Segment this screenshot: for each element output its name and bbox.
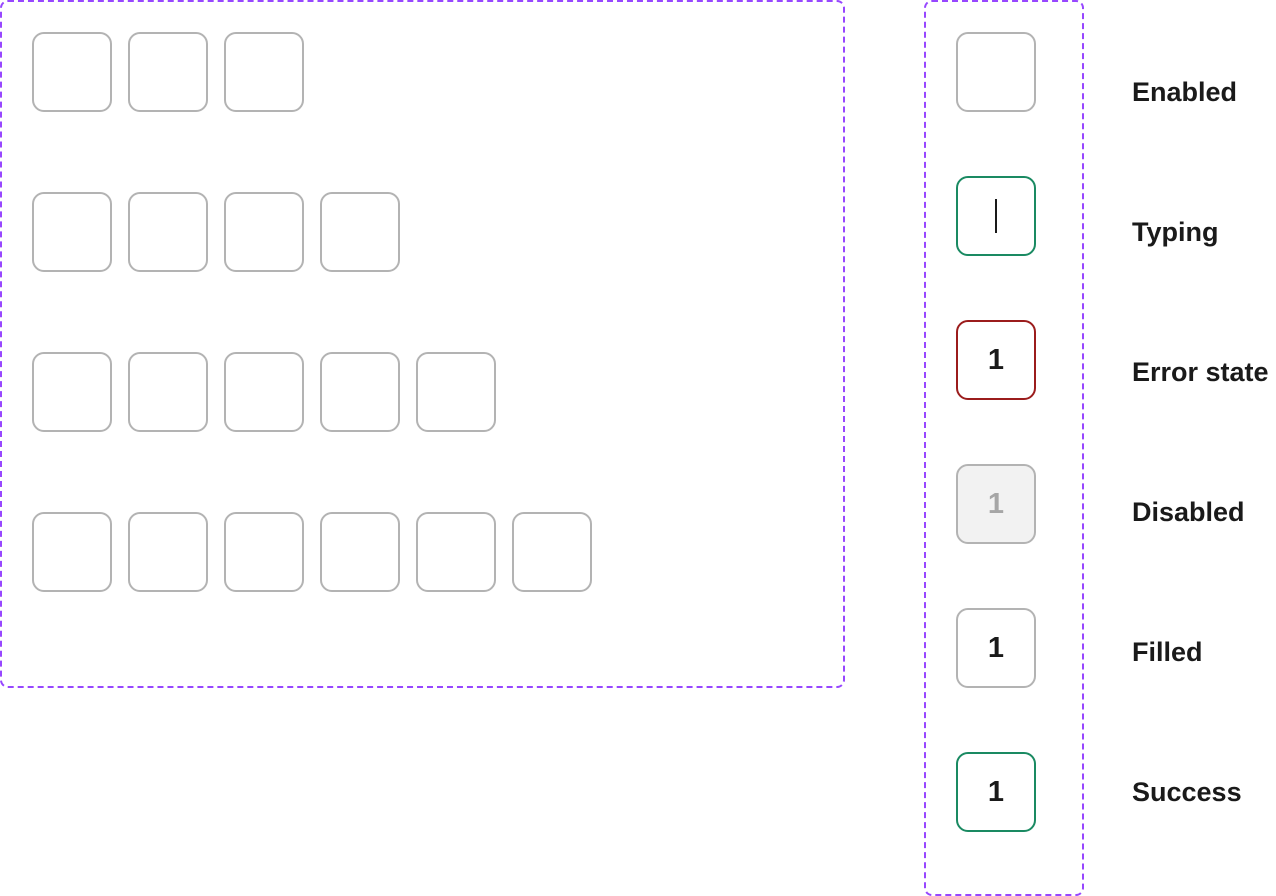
otp-digit-field[interactable] (224, 32, 304, 112)
otp-digit-field-disabled: 1 (956, 464, 1036, 544)
otp-digit-field[interactable] (224, 192, 304, 272)
otp-digit-field[interactable] (128, 352, 208, 432)
otp-digit-field[interactable] (32, 32, 112, 112)
state-label-typing: Typing (1132, 217, 1219, 247)
otp-digit-field[interactable] (320, 352, 400, 432)
otp-digit-field[interactable] (32, 352, 112, 432)
otp-digit-field[interactable] (128, 32, 208, 112)
otp-digit-field[interactable] (32, 512, 112, 592)
otp-digit-field[interactable] (224, 352, 304, 432)
text-cursor (995, 199, 997, 233)
state-label-filled: Filled (1132, 637, 1203, 667)
otp-digit-field[interactable] (128, 192, 208, 272)
otp-digit-value: 1 (987, 343, 1005, 376)
otp-digit-field[interactable] (128, 512, 208, 592)
otp-digit-value: 1 (987, 487, 1005, 520)
state-label-error: Error state (1132, 357, 1269, 387)
otp-input-group-6-digit (32, 512, 592, 592)
otp-digit-field-error[interactable]: 1 (956, 320, 1036, 400)
otp-input-group-4-digit (32, 192, 400, 272)
otp-length-variants-frame (0, 0, 845, 688)
otp-input-group-5-digit (32, 352, 496, 432)
otp-digit-field[interactable] (416, 512, 496, 592)
state-label-disabled: Disabled (1132, 497, 1245, 527)
otp-states-frame (924, 0, 1084, 896)
otp-digit-field[interactable] (416, 352, 496, 432)
otp-digit-field-enabled[interactable] (956, 32, 1036, 112)
otp-digit-field[interactable] (512, 512, 592, 592)
otp-digit-field[interactable] (320, 192, 400, 272)
otp-input-group-3-digit (32, 32, 304, 112)
otp-digit-field[interactable] (32, 192, 112, 272)
otp-digit-value: 1 (987, 631, 1005, 664)
otp-digit-field-typing[interactable] (956, 176, 1036, 256)
otp-digit-field-success[interactable]: 1 (956, 752, 1036, 832)
otp-digit-field-filled[interactable]: 1 (956, 608, 1036, 688)
otp-digit-field[interactable] (224, 512, 304, 592)
otp-digit-field[interactable] (320, 512, 400, 592)
state-label-success: Success (1132, 777, 1242, 807)
state-label-enabled: Enabled (1132, 77, 1238, 107)
otp-digit-value: 1 (987, 775, 1005, 808)
